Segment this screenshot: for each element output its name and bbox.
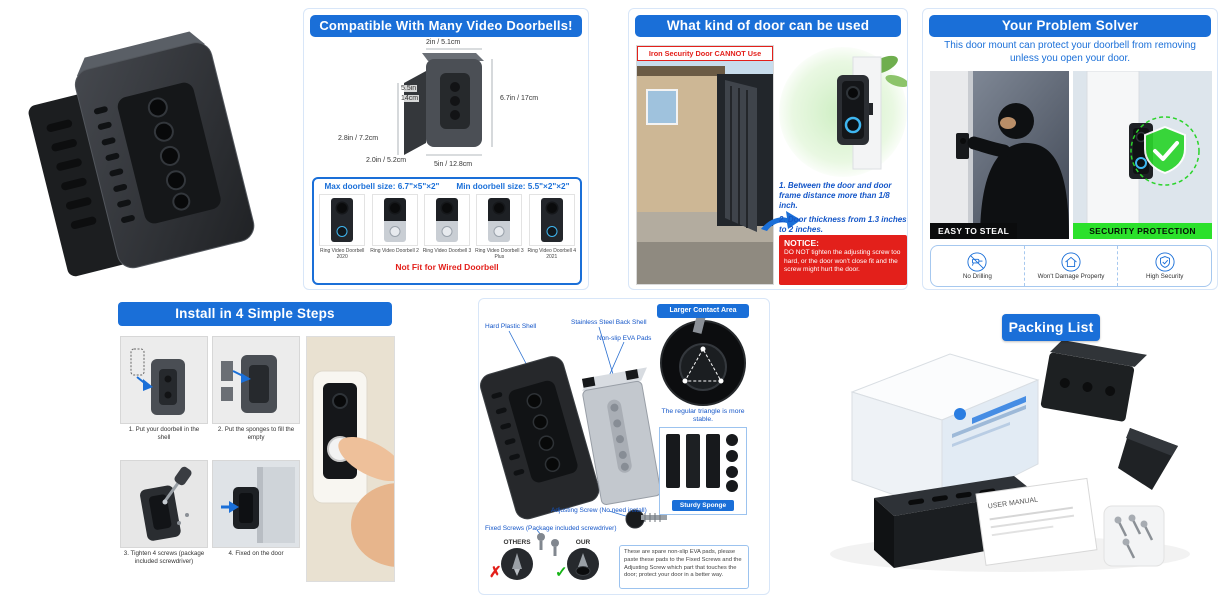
spare-pads-note: These are spare non-slip EVA pads, pleas… [619,545,749,589]
doorbell-thumb: Ring Video Doorbell 3 Plus [474,194,524,261]
thief-scene [930,71,1069,239]
exploded-view [480,312,746,556]
feature-label: Won't Damage Property [1037,273,1105,280]
step-3-image [120,460,208,548]
fixed-screws-label: Fixed Screws (Package included screwdriv… [485,525,617,532]
compat-title: Compatible With Many Video Doorbells! [310,15,582,37]
install-panel: Install in 4 Simple Steps 1. Put your do… [118,302,395,582]
step-1-image [120,336,208,424]
door-tip-1: 1. Between the door and door frame dista… [779,181,892,210]
dim-inner-label-1: 5.5in [400,85,418,92]
sturdy-sponge-tag: Sturdy Sponge [672,500,734,511]
dim-left-label: 2.8in / 7.2cm [338,135,379,142]
feature-label: High Security [1145,273,1184,280]
problem-solver-panel: Your Problem Solver This door mount can … [922,8,1218,290]
install-step-1: 1. Put your doorbell in the shell [120,336,208,442]
red-x-icon: ✗ [489,564,502,581]
not-fit-warning: Not Fit for Wired Doorbell [395,262,499,272]
others-label: OTHERS [503,539,531,546]
packing-title: Packing List [1002,314,1100,341]
house-protect-icon [1061,252,1081,272]
stainless-back-shell-label: Stainless Steel Back Shell [571,319,647,326]
easy-to-steal-label: EASY TO STEAL [930,223,1018,239]
doorbell-thumb: Ring Video Doorbell 2 [370,194,420,261]
doorbell-press-photo [306,336,395,582]
our-screw-photo [566,547,600,581]
protection-scene [1073,71,1212,239]
doorbell-image [319,194,366,246]
dim-right-label: 6.7in / 17cm [500,95,539,102]
feature-label: No Drilling [962,273,992,280]
hard-plastic-shell-label: Hard Plastic Shell [485,323,537,330]
step-2-image [212,336,300,424]
dim-bottom-left-label: 2.0in / 5.2cm [366,157,407,164]
packing-panel: USER MANUAL Packing List [800,308,1220,594]
solver-subtitle: This door mount can protect your doorbel… [944,40,1196,64]
packing-photo: USER MANUAL [830,339,1190,572]
hero-product-photo [4,4,300,288]
finger-press-scene [307,337,394,581]
doorbell-thumb: Ring Video Doorbell 2020 [317,194,367,261]
doorbell-image [371,194,418,246]
doorbell-thumb: Ring Video Doorbell 3 [422,194,472,261]
doorbell-image [528,194,575,246]
doorbell-image [476,194,523,246]
door-usage-title: What kind of door can be used [635,15,901,37]
notice-box: NOTICE: DO NOT tighten the adjusting scr… [779,235,907,285]
door-edge-illustration [779,47,907,177]
size-compat-box: Max doorbell size: 6.7"×5"×2" Min doorbe… [312,177,582,285]
step-4-image [212,460,300,548]
security-protection-photo: SECURITY PROTECTION [1073,71,1212,239]
larger-contact-area-tag: Larger Contact Area [657,304,749,318]
doorbell-thumb: Ring Video Doorbell 4 2021 [527,194,577,261]
door-tip-2: 2. Door thickness from 1.3 inches to 2 i… [779,215,907,234]
dimension-diagram: 2in / 5.1cm 6.7in / 17cm 5.5in 14cm 2.8i… [304,39,590,173]
shield-icon [1155,252,1175,272]
size-limits-row: Max doorbell size: 6.7"×5"×2" Min doorbe… [316,182,578,191]
feature-strip: No Drilling Won't Damage Property High S… [930,245,1212,287]
sponge-pieces [666,434,738,492]
triangle-note: The regular triangle is more stable. [661,408,745,424]
no-drilling-icon [967,252,987,272]
notice-body: DO NOT tighten the adjusting screw too h… [784,249,901,274]
dim-bottom-label: 5in / 12.8cm [434,161,473,168]
install-step-3: 3. Tighten 4 screws (package included sc… [120,460,208,566]
iron-door-photo: Iron Security Door CANNOT Use [636,45,774,285]
feature-no-drilling: No Drilling [931,246,1024,286]
door-tips: 1. Between the door and door frame dista… [779,181,907,239]
others-screw-photo [500,547,534,581]
easy-to-steal-photo: EASY TO STEAL [930,71,1069,239]
mounted-doorbell-drawing [837,55,907,170]
notice-title: NOTICE: [784,238,819,248]
install-title: Install in 4 Simple Steps [118,302,392,326]
anatomy-panel: Hard Plastic Shell Stainless Steel Back … [478,298,770,595]
our-label: OUR [575,539,591,546]
install-step-2: 2. Put the sponges to fill the empty [212,336,300,442]
doorbell-row: Ring Video Doorbell 2020 Ring Video Door… [316,194,578,261]
blue-arrow-icon [761,211,801,231]
adjusting-screw-label: Adjusting Screw (No need install) [551,507,647,514]
iron-door-warning: Iron Security Door CANNOT Use [637,46,773,61]
dim-inner-label-2: 14cm [400,95,420,102]
green-check-icon: ✓ [555,564,568,581]
others-comparison: OTHERS ✗ [489,539,545,581]
door-mount-image [28,31,255,277]
dim-top-label: 2in / 5.1cm [426,39,461,46]
dimension-shell-drawing [397,48,493,156]
doorbell-image [423,194,470,246]
door-usage-panel: What kind of door can be used Iron Secur… [628,8,908,290]
feature-high-security: High Security [1117,246,1211,286]
install-step-4: 4. Fixed on the door [212,460,300,558]
security-protection-label: SECURITY PROTECTION [1073,223,1212,239]
solver-title: Your Problem Solver [929,15,1211,37]
our-comparison: OUR ✓ [555,539,611,581]
sponge-box: Sturdy Sponge [659,427,747,515]
eva-pads-label: Non-slip EVA Pads [597,335,652,342]
max-size-label: Max doorbell size: 6.7"×5"×2" [324,182,440,191]
feature-wont-damage: Won't Damage Property [1023,246,1118,286]
iron-door-scene [637,46,773,284]
min-size-label: Min doorbell size: 5.5"×2"×2" [456,182,570,191]
compat-panel: Compatible With Many Video Doorbells! 2i… [303,8,589,290]
